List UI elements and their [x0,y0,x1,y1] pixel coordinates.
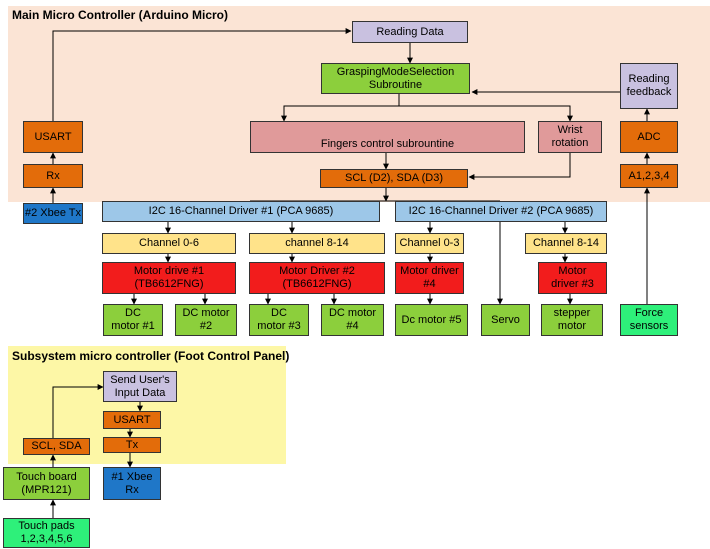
channel-8-14-b-block: Channel 8-14 [525,233,607,254]
dc-motor-4-block: DC motor #4 [321,304,384,336]
fingers-control-block: Fingers control subrountine [250,121,525,153]
xbee1-rx-block: #1 Xbee Rx [103,467,161,500]
adc-block: ADC [620,121,678,153]
motor-driver-2-block: Motor Driver #2 (TB6612FNG) [249,262,385,294]
reading-feedback-block: Reading feedback [620,63,678,109]
grasping-mode-selection-block: GraspingModeSelection Subroutine [321,63,470,94]
i2c-driver-2-block: I2C 16-Channel Driver #2 (PCA 9685) [395,201,607,222]
dc-motor-5-block: Dc motor #5 [395,304,468,336]
channel-8-14-a-block: channel 8-14 [249,233,385,254]
channel-0-6-block: Channel 0-6 [102,233,236,254]
usart-main-block: USART [23,121,83,153]
servo-block: Servo [481,304,530,336]
scl-sda-main-block: SCL (D2), SDA (D3) [320,169,468,188]
usart-sub-block: USART [103,411,161,429]
tx-block: Tx [103,437,161,453]
rx-block: Rx [23,164,83,188]
xbee2-tx-block: #2 Xbee Tx [23,203,83,224]
channel-0-3-block: Channel 0-3 [395,233,464,254]
force-sensors-block: Force sensors [620,304,678,336]
motor-drive-1-block: Motor drive #1 (TB6612FNG) [102,262,236,294]
analog-inputs-block: A1,2,3,4 [620,164,678,188]
motor-driver-4-block: Motor driver #4 [395,262,464,294]
send-input-data-block: Send User's Input Data [103,371,177,402]
dc-motor-2-block: DC motor #2 [175,304,237,336]
motor-driver-3-block: Motor driver #3 [538,262,607,294]
touch-pads-block: Touch pads 1,2,3,4,5,6 [3,518,90,548]
subsystem-controller-title: Subsystem micro controller (Foot Control… [12,349,290,363]
stepper-motor-block: stepper motor [541,304,603,336]
main-controller-title: Main Micro Controller (Arduino Micro) [12,8,228,22]
wrist-rotation-block: Wrist rotation [538,121,602,153]
scl-sda-sub-block: SCL, SDA [23,438,90,455]
i2c-driver-1-block: I2C 16-Channel Driver #1 (PCA 9685) [102,201,380,222]
reading-data-block: Reading Data [352,21,468,43]
dc-motor-1-block: DC motor #1 [103,304,163,336]
dc-motor-3-block: DC motor #3 [249,304,309,336]
touch-board-block: Touch board (MPR121) [3,467,90,500]
